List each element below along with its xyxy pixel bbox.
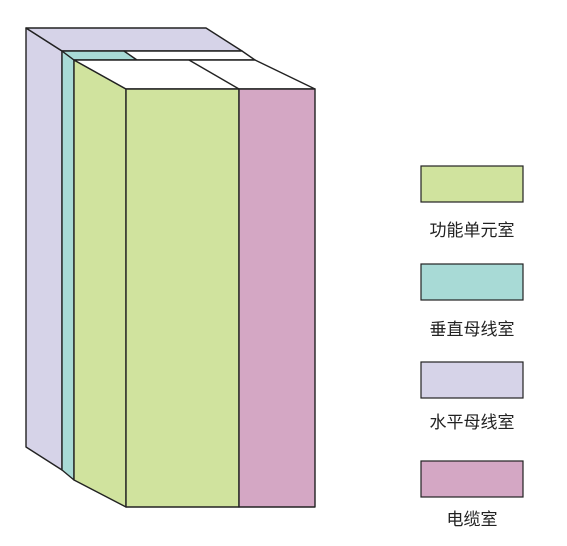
vertical-busbar-compartment-front xyxy=(61,50,75,481)
functional-unit-compartment-side xyxy=(73,59,127,508)
functional-unit-compartment-front xyxy=(125,88,240,508)
legend-swatch-vertical-busbar xyxy=(420,263,524,301)
legend-label-vertical-busbar: 垂直母线室 xyxy=(430,320,515,340)
vertical-busbar-compartment-top-open xyxy=(123,50,256,61)
legend-label-horizontal-busbar: 水平母线室 xyxy=(430,413,515,433)
legend-swatch-functional xyxy=(420,165,524,203)
legend-label-cable: 电缆室 xyxy=(447,510,498,530)
legend-label-functional: 功能单元室 xyxy=(430,221,515,241)
cable-compartment-front xyxy=(238,88,316,508)
horizontal-busbar-compartment-top xyxy=(25,27,243,52)
legend-swatch-cable xyxy=(420,460,524,498)
legend: 功能单元室 垂直母线室 水平母线室 电缆室 xyxy=(420,165,524,530)
top-face-divider xyxy=(188,59,240,90)
cabinet-illustration xyxy=(25,27,316,508)
legend-swatch-horizontal-busbar xyxy=(420,361,524,399)
horizontal-busbar-compartment-front xyxy=(25,27,63,471)
